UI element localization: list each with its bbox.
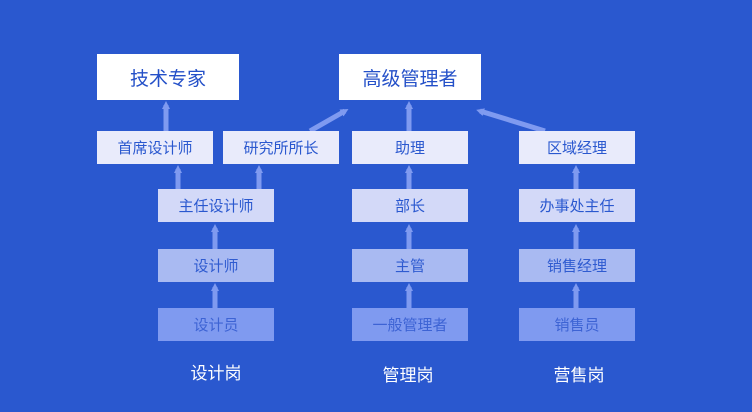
node-chief-designer: 首席设计师 bbox=[97, 131, 213, 164]
column-label-sales: 营售岗 bbox=[553, 366, 605, 386]
node-general-manager: 一般管理者 bbox=[352, 308, 468, 341]
arrow-research-to-senior bbox=[308, 108, 349, 134]
node-sales-manager: 销售经理 bbox=[519, 249, 635, 282]
node-assistant: 助理 bbox=[352, 131, 468, 164]
node-regional-manager: 区域经理 bbox=[519, 131, 635, 164]
node-tech-expert: 技术专家 bbox=[97, 54, 239, 100]
node-minister: 部长 bbox=[352, 189, 468, 222]
node-lead-designer: 主任设计师 bbox=[158, 189, 274, 222]
arrow-regional-to-senior bbox=[476, 108, 546, 134]
node-designer: 设计师 bbox=[158, 249, 274, 282]
node-office-director: 办事处主任 bbox=[519, 189, 635, 222]
column-label-management: 管理岗 bbox=[382, 366, 434, 386]
node-supervisor: 主管 bbox=[352, 249, 468, 282]
node-design-staff: 设计员 bbox=[158, 308, 274, 341]
column-label-design: 设计岗 bbox=[190, 364, 242, 384]
node-senior-manager: 高级管理者 bbox=[339, 54, 481, 100]
node-sales-staff: 销售员 bbox=[519, 308, 635, 341]
node-research-director: 研究所所长 bbox=[223, 131, 339, 164]
